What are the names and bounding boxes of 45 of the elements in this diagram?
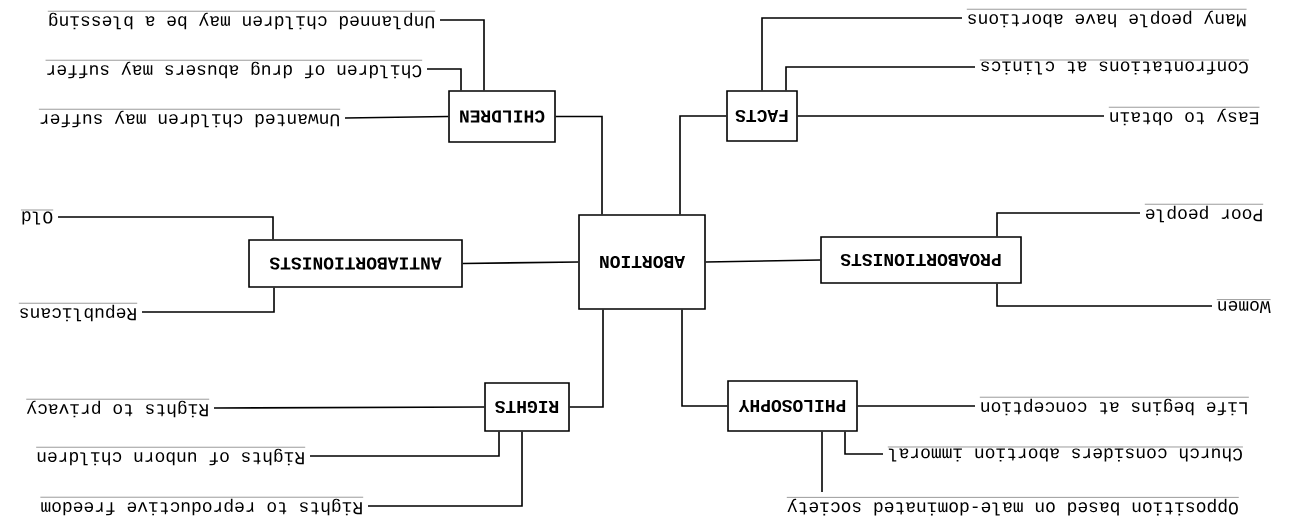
branch-label: Easy to obtain: [1108, 107, 1260, 126]
connector-line: [785, 66, 976, 91]
category-box: PROABORTIONISTS: [820, 236, 1022, 284]
branch-label: Unwanted children may suffer: [38, 109, 341, 128]
category-box: FACTS: [726, 90, 798, 142]
category-box: PHILOSOPHY: [727, 380, 858, 432]
connector-line: [213, 406, 485, 409]
branch-label: Rights of unborn children: [35, 447, 306, 466]
branch-label: Many people have abortions: [966, 9, 1247, 28]
category-box: ANTIABORTIONISTS: [248, 239, 463, 288]
central-box: ABORTION: [578, 214, 706, 310]
connector-line: [57, 216, 274, 240]
connector-line: [857, 405, 976, 407]
branch-label: Church considers abortion immoral: [887, 446, 1244, 462]
connector-line: [797, 115, 1105, 117]
connector-line: [996, 283, 1213, 307]
connector-line: [367, 431, 523, 507]
connector-line: [761, 17, 963, 91]
branch-label: Poor people: [1144, 204, 1264, 223]
connector-line: [439, 19, 485, 91]
connector-line: [141, 287, 275, 313]
connector-line: [821, 431, 823, 493]
connector-line: [569, 309, 604, 408]
category-box: CHILDREN: [448, 90, 556, 143]
branch-label: Rights to privacy: [26, 399, 210, 418]
connector-line: [462, 261, 579, 265]
branch-label: Old: [20, 209, 54, 225]
category-box: RIGHTS: [484, 382, 570, 432]
branch-label: Rights to reproductive freedom: [40, 497, 364, 516]
connector-line: [844, 431, 884, 455]
connector-line: [555, 115, 603, 215]
branch-label: Unplanned children may be a blessing: [47, 11, 436, 30]
branch-label: Opposition based on male-dominated society: [786, 497, 1239, 516]
connector-line: [309, 431, 500, 457]
connector-line: [705, 259, 821, 263]
connector-line: [426, 68, 462, 91]
branch-label: Life begins at conception: [979, 397, 1250, 416]
connector-line: [344, 115, 449, 119]
branch-label: Republicans: [18, 303, 138, 322]
connector-line: [681, 309, 728, 407]
connector-line: [679, 115, 727, 215]
branch-label: Confrontations at clinics: [979, 59, 1250, 75]
connector-line: [996, 212, 1141, 237]
branch-label: Women: [1216, 299, 1271, 313]
branch-label: Children of drug abusers may suffer: [45, 60, 423, 79]
